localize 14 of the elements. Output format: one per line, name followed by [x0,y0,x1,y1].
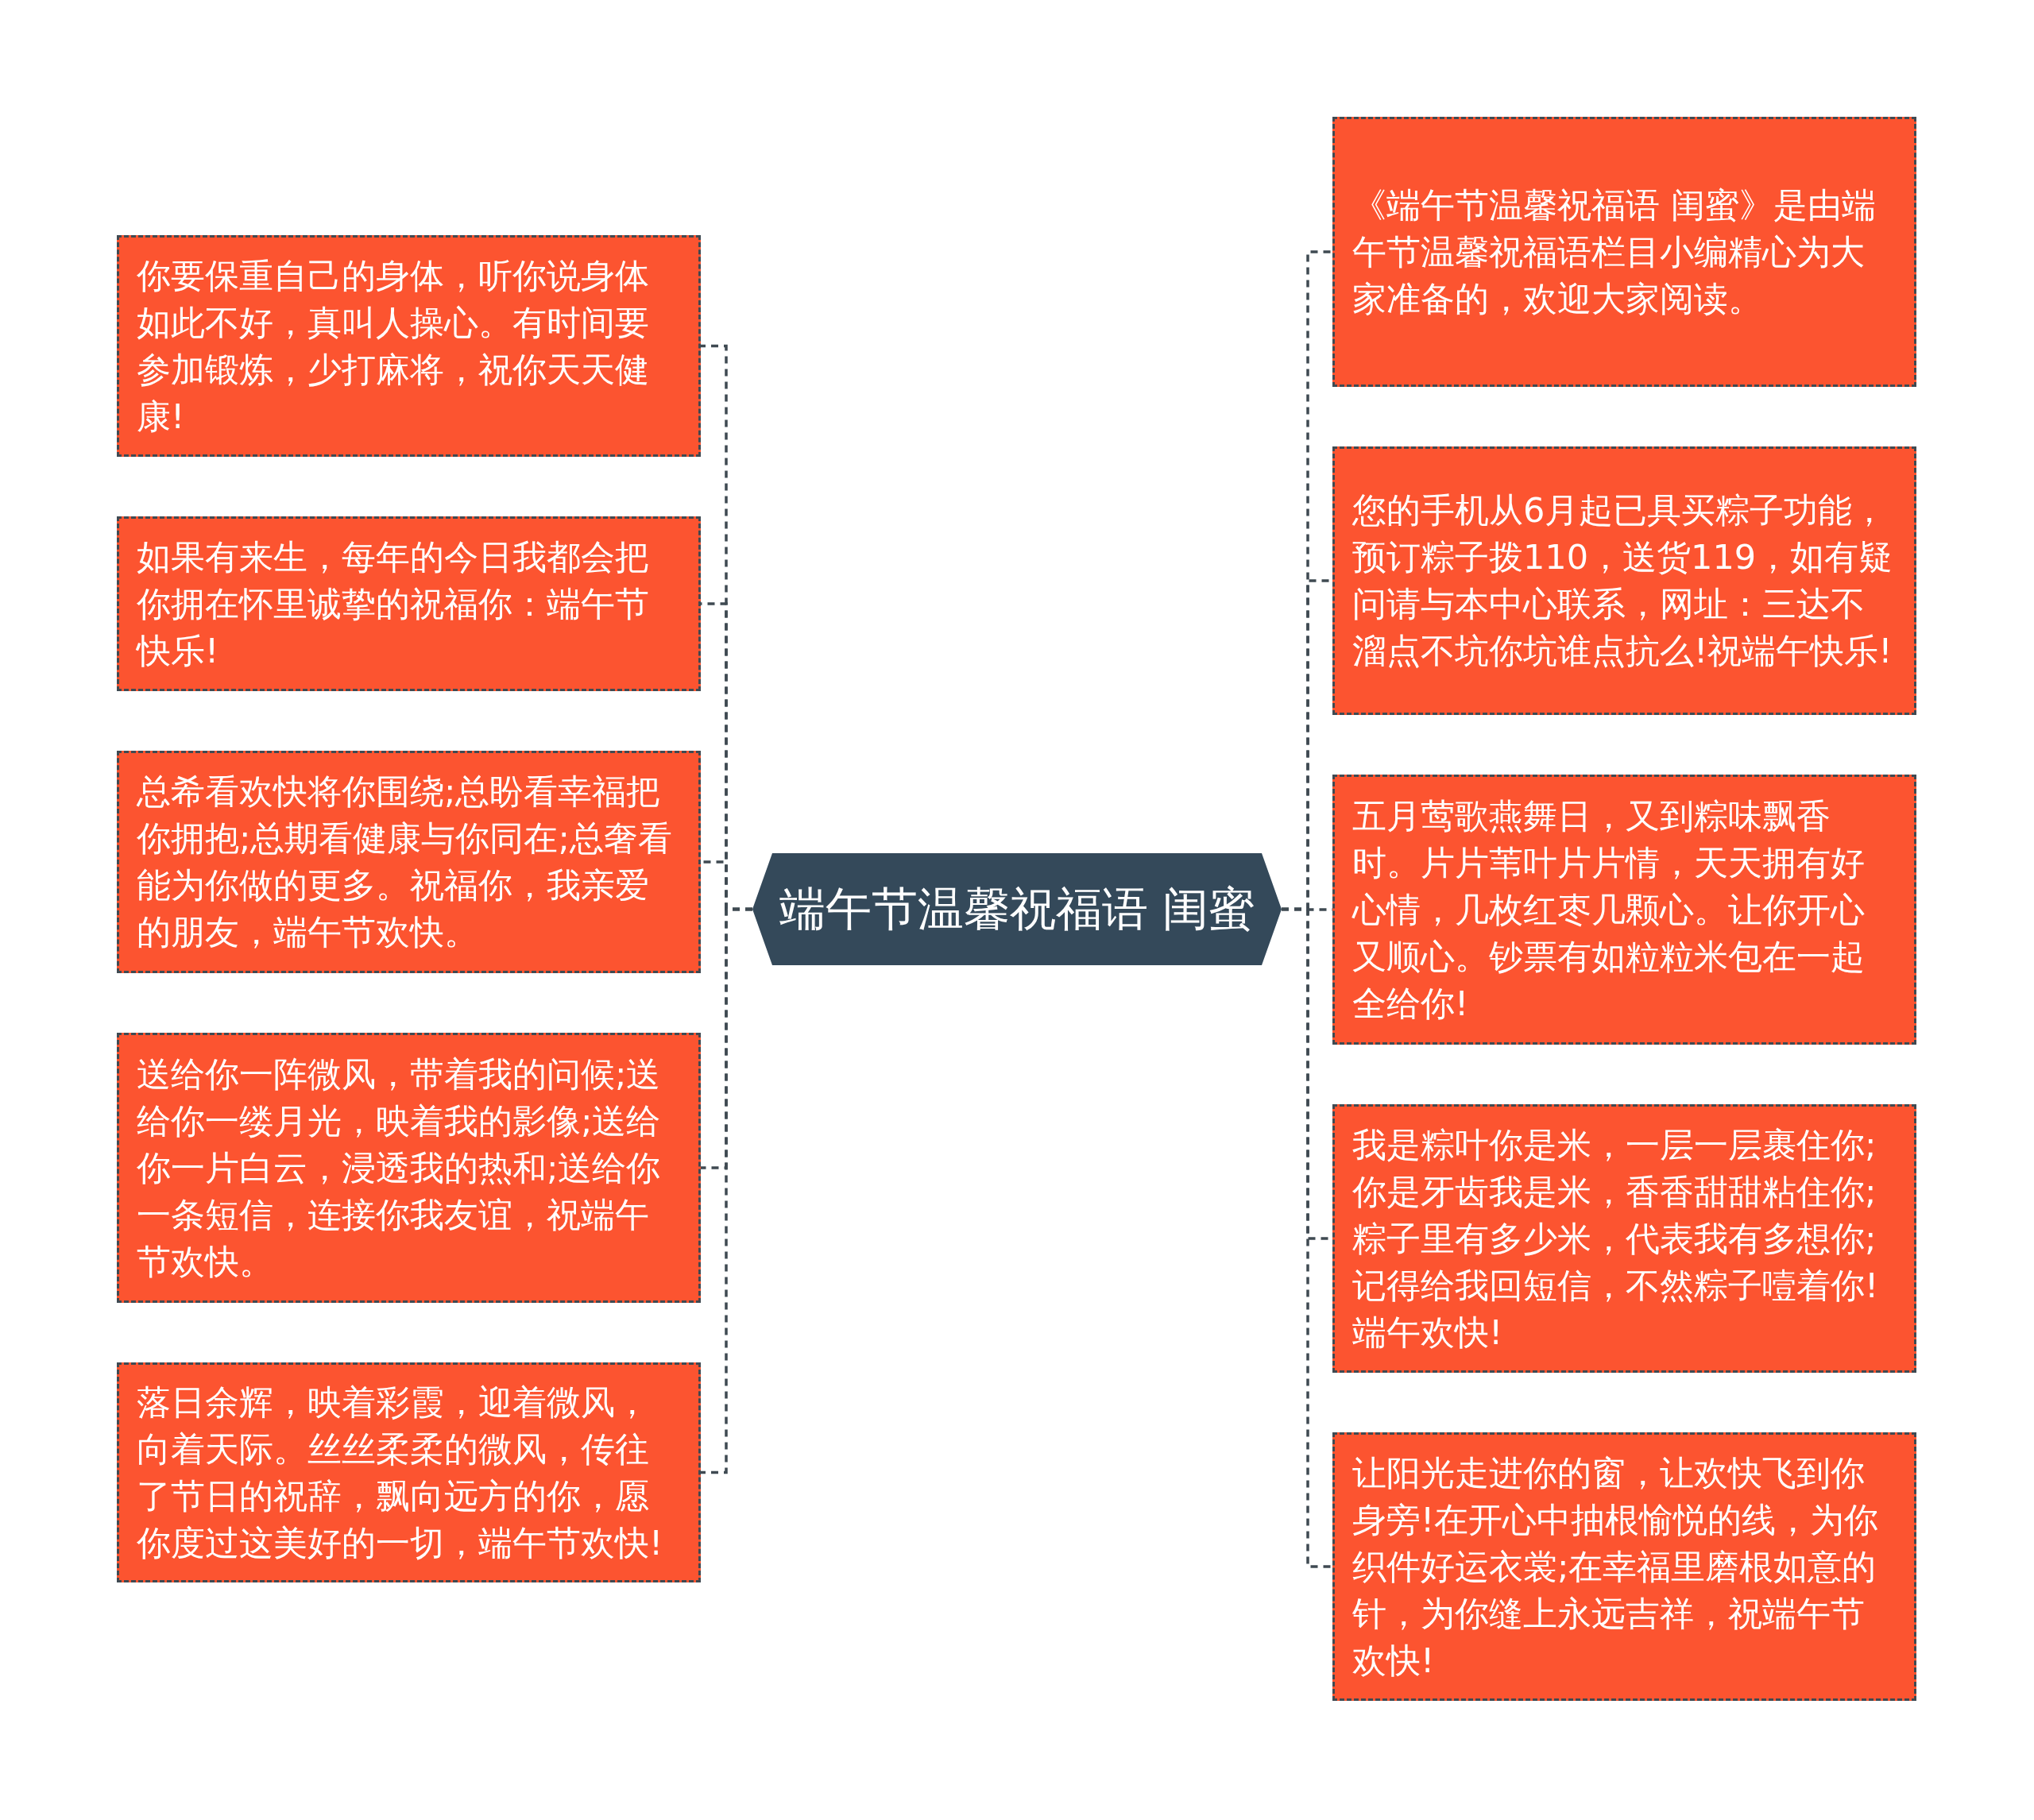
message-box: 您的手机从6月起已具买粽子功能，预订粽子拨110，送货119，如有疑问请与本中心联系，网址：三达不溜点不坑你坑谁点抗么!祝端午快乐! [1332,446,1916,715]
message-box: 《端午节温馨祝福语 闺蜜》是由端午节温馨祝福语栏目小编精心为大家准备的，欢迎大家阅读。 [1332,117,1916,387]
connector [701,907,752,1474]
message-box: 让阳光走进你的窗，让欢快飞到你身旁!在开心中抽根愉悦的线，为你织件好运衣裳;在幸福里磨根如意的针，为你缝上永远吉祥，祝端午节欢快! [1332,1432,1916,1701]
message-box: 你要保重自己的身体，听你说身体如此不好，真叫人操心。有时间要参加锻炼，少打麻将，祝你天天健康! [117,235,701,457]
node-title: 端午节温馨祝福语 闺蜜 [779,880,1255,937]
message-box: 我是粽叶你是米，一层一层裹住你;你是牙齿我是米，香香甜甜粘住你;粽子里有多少米，代表我有多想你;记得给我回短信，不然粽子噎着你!端午欢快! [1332,1104,1916,1373]
message-box: 送给你一阵微风，带着我的问候;送给你一缕月光，映着我的影像;送给你一片白云，浸透我的热和;送给你一条短信，连接你我友谊，祝端午节欢快。 [117,1033,701,1303]
message-box: 五月莺歌燕舞日，又到粽味飘香时。片片苇叶片片情，天天拥有好心情，几枚红枣几颗心。让你开心又顺心。钞票有如粒粒米包在一起全给你! [1332,775,1916,1045]
message-box: 如果有来生，每年的今日我都会把你拥在怀里诚挚的祝福你：端午节快乐! [117,516,701,691]
message-box: 总希看欢快将你围绕;总盼看幸福把你拥抱;总期看健康与你同在;总奢看能为你做的更多。祝福你，我亲爱的朋友，端午节欢快。 [117,751,701,973]
connector [1282,907,1332,1568]
hexagon-node [752,853,1282,965]
message-box: 落日余辉，映着彩霞，迎着微风，向着天际。丝丝柔柔的微风，传往了节日的祝辞，飘向远方的你，愿你度过这美好的一切，端午节欢快! [117,1362,701,1582]
